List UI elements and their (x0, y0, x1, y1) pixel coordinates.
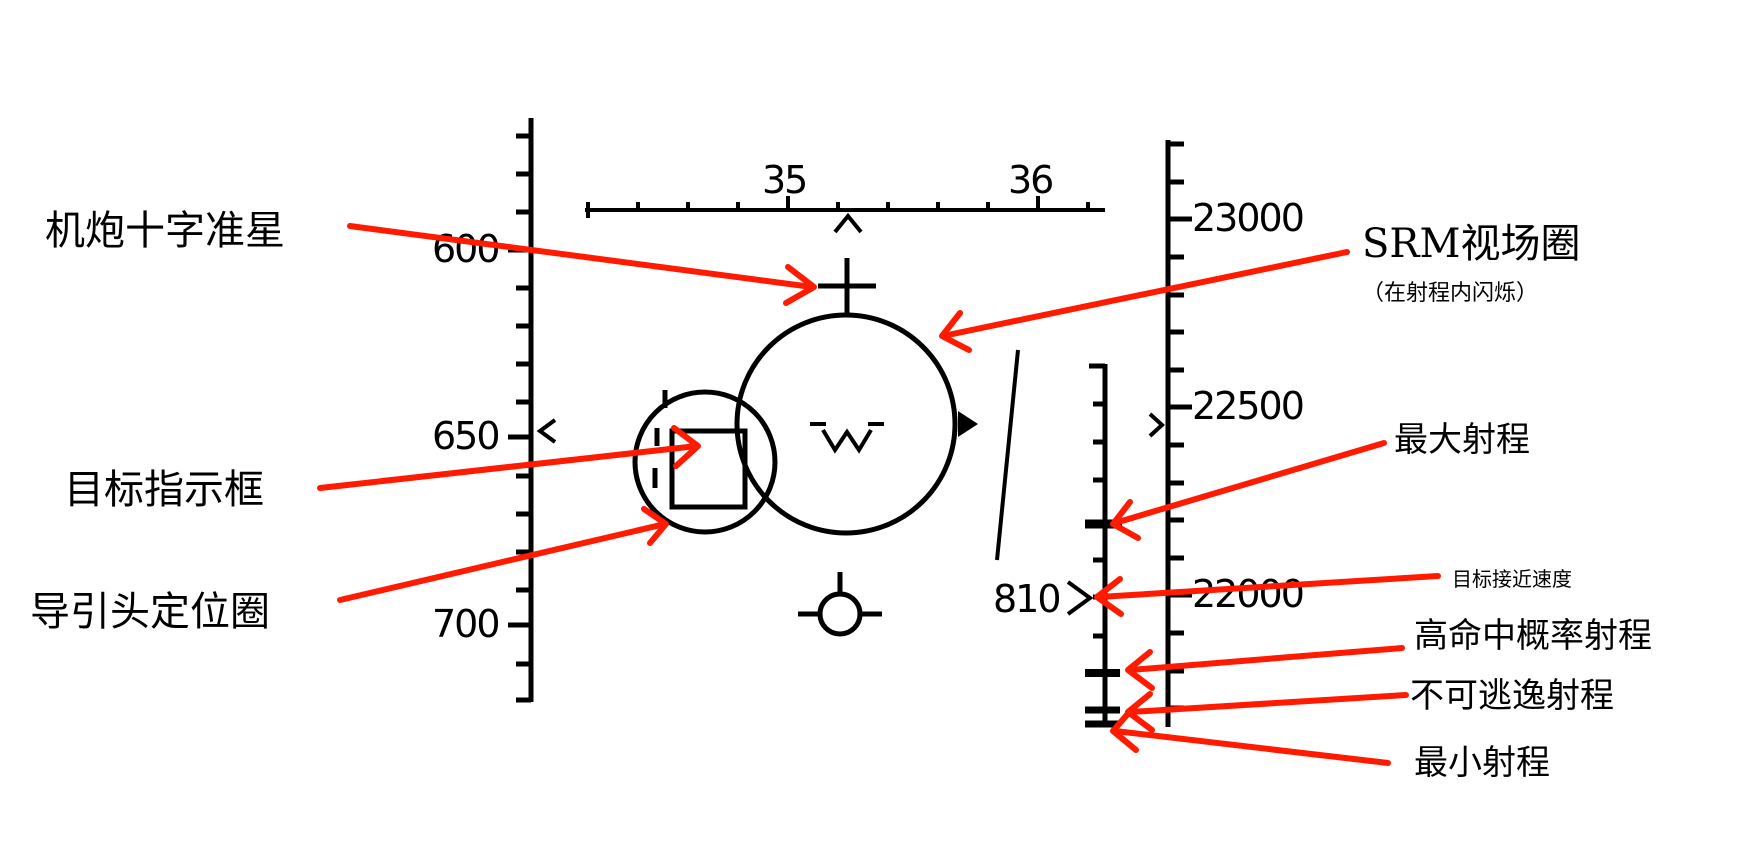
arrow-gun-cross (347, 223, 817, 306)
annotation-arrows (317, 223, 1441, 766)
gun-cross-icon (818, 258, 876, 313)
heading-caret (833, 212, 863, 234)
label-seeker-circle: 导引头定位圈 (30, 589, 270, 635)
closure-readout: 810 (993, 577, 1060, 621)
srm-fov-pointer-icon (958, 411, 978, 437)
srm-fov-circle (734, 312, 978, 536)
heading-scale (585, 196, 1105, 234)
arrow-max-range (1110, 440, 1387, 541)
seeker-circle (632, 389, 778, 535)
w-reticle-icon (810, 422, 884, 454)
closure-caret (1066, 580, 1094, 616)
airspeed-caret (536, 418, 557, 444)
label-target-box: 目标指示框 (64, 467, 264, 513)
heading-label-36: 36 (1008, 158, 1052, 202)
arrow-closure-rate (1094, 573, 1441, 617)
label-min-range: 最小射程 (1414, 743, 1550, 783)
airspeed-label-650: 650 (432, 414, 499, 458)
arrow-srm-fov (939, 249, 1350, 353)
label-high-pk-range: 高命中概率射程 (1414, 616, 1652, 656)
airspeed-label-700: 700 (432, 602, 499, 646)
range-scale (1066, 363, 1122, 728)
arrow-min-range (1110, 706, 1391, 766)
label-closure-rate: 目标接近速度 (1452, 567, 1572, 591)
altitude-caret (1148, 412, 1165, 438)
label-no-escape-range: 不可逃逸射程 (1410, 676, 1614, 716)
label-gun-cross: 机炮十字准星 (45, 208, 285, 254)
arrow-seeker-circle (337, 506, 669, 603)
heading-label-35: 35 (762, 158, 806, 202)
label-max-range: 最大射程 (1394, 420, 1530, 460)
airspeed-label-600: 600 (432, 227, 499, 271)
bank-indicator-line (995, 349, 1020, 561)
label-srm-fov: SRM视场圈 (1362, 221, 1580, 267)
altitude-scale (1148, 140, 1192, 727)
target-designator-box (669, 428, 748, 510)
altitude-label-23000: 23000 (1192, 196, 1303, 240)
airspeed-scale (508, 118, 557, 703)
altitude-label-22000: 22000 (1192, 572, 1303, 616)
arrow-target-box (317, 425, 701, 491)
label-srm-fov-note: （在射程内闪烁） (1362, 281, 1538, 306)
altitude-label-22500: 22500 (1192, 384, 1303, 428)
arrow-high-pk-range (1125, 645, 1405, 691)
flight-path-marker-icon (798, 572, 882, 637)
